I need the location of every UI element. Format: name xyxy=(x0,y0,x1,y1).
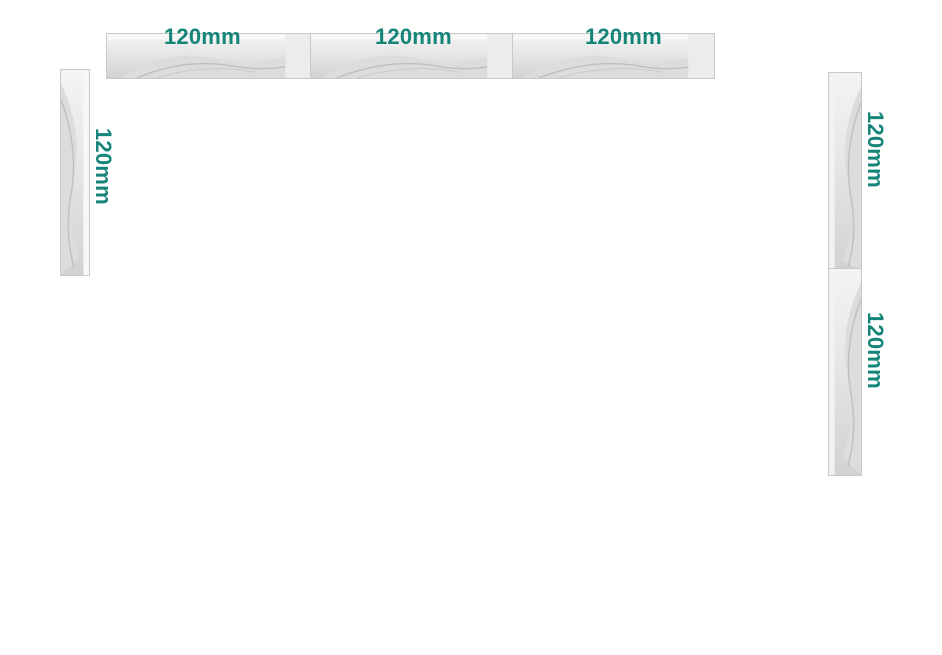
fan-blades-icon xyxy=(829,269,861,475)
fan-blades-icon xyxy=(829,73,861,270)
top-fan-2-label: 120mm xyxy=(375,24,452,49)
top-fan-1-label: 120mm xyxy=(164,24,241,49)
fan-blades-icon xyxy=(61,70,89,275)
fan-blades-icon xyxy=(107,34,311,78)
top-fan-3-label: 120mm xyxy=(585,24,662,49)
top-fan-3 xyxy=(512,33,715,79)
top-fan-2 xyxy=(310,33,514,79)
left-fan-1-label: 120mm xyxy=(91,128,116,205)
top-fan-1 xyxy=(106,33,312,79)
right-fan-2 xyxy=(828,268,862,476)
right-fan-1 xyxy=(828,72,862,271)
fan-blades-icon xyxy=(513,34,714,78)
left-fan-1 xyxy=(60,69,90,276)
right-fan-1-label: 120mm xyxy=(863,111,888,188)
fan-blades-icon xyxy=(311,34,513,78)
right-fan-2-label: 120mm xyxy=(863,312,888,389)
